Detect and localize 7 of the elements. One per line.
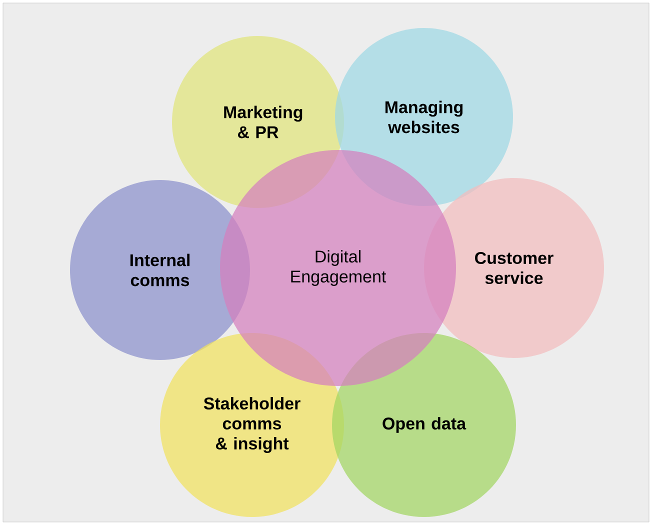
- circle-label: Digital Engagement: [291, 250, 386, 286]
- circle-label: Marketing & PR: [224, 106, 302, 138]
- circle-label: Customer service: [475, 252, 554, 284]
- circle-label: Internal comms: [130, 254, 190, 286]
- circle-label: Stakeholder comms & insight: [204, 397, 300, 453]
- circle-label: Open data: [382, 417, 466, 433]
- circle-label: Managing websites: [385, 100, 463, 134]
